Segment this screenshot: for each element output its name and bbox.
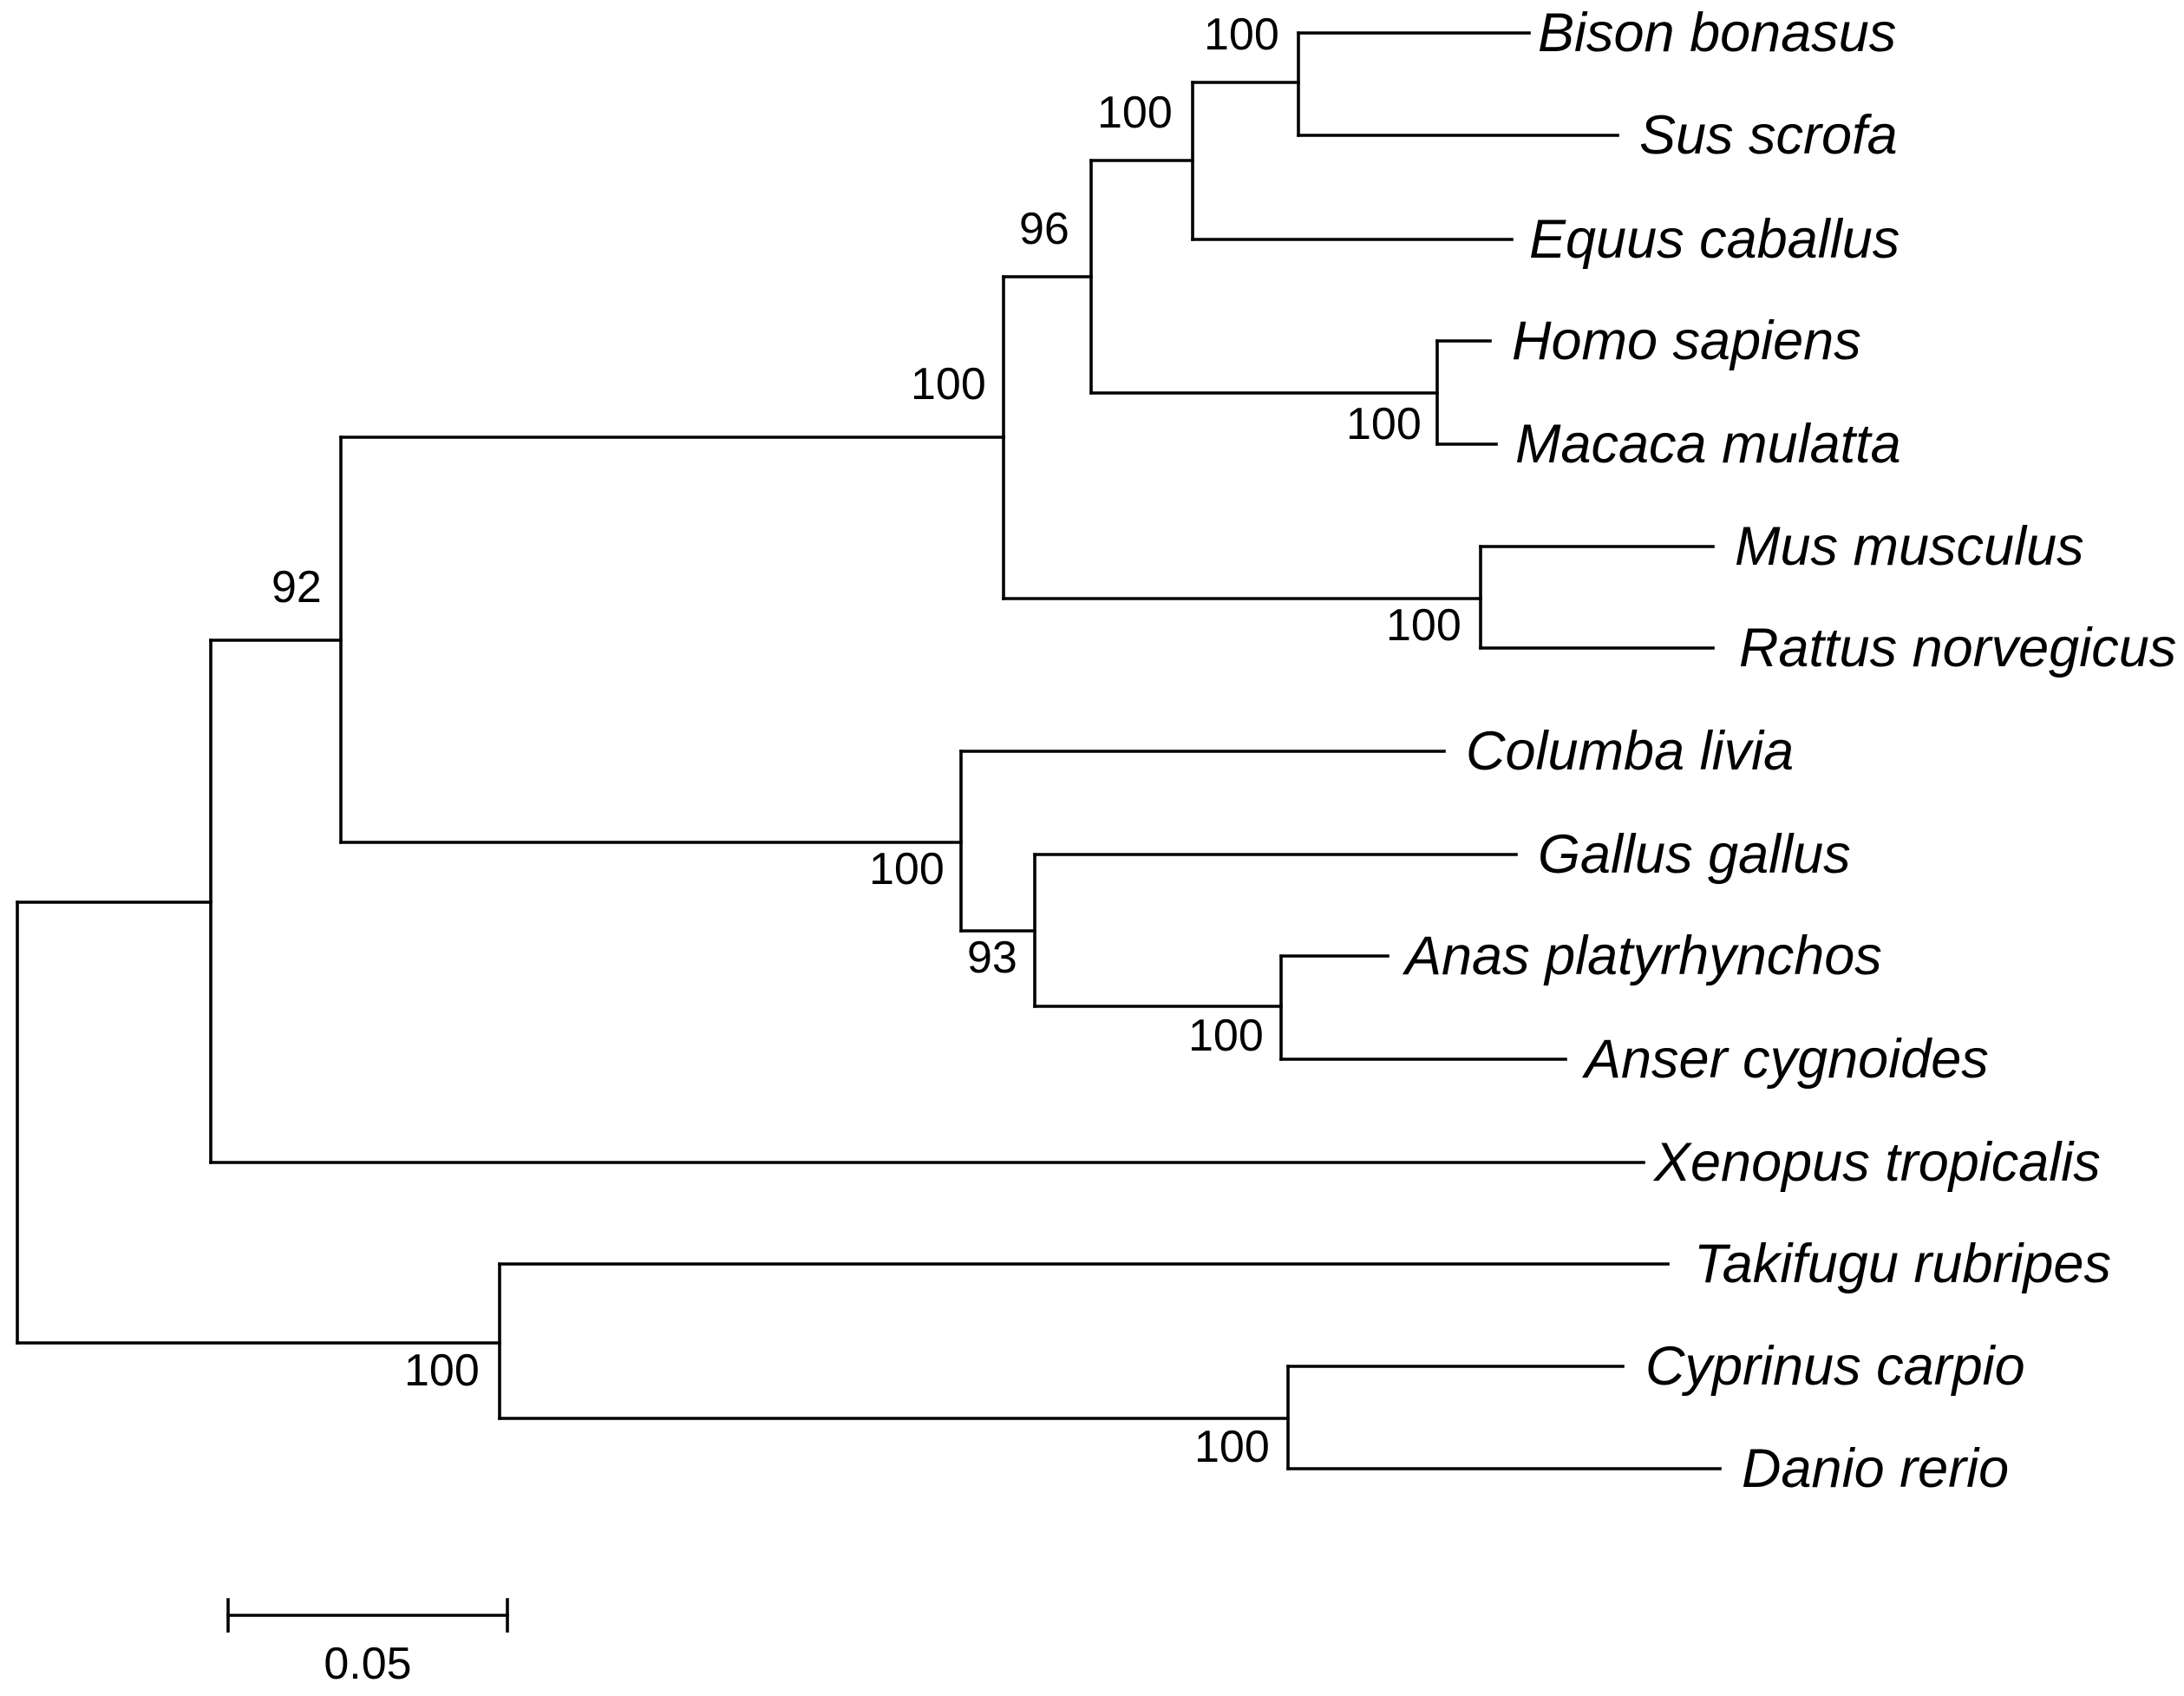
bootstrap-value: 100 [911, 359, 986, 409]
bootstrap-value: 100 [1346, 399, 1422, 449]
bootstrap-value: 100 [1204, 10, 1279, 60]
bootstrap-value: 100 [1188, 1011, 1264, 1061]
taxon-label: Macaca mulatta [1515, 414, 1901, 475]
taxon-label: Bison bonasus [1538, 3, 1896, 63]
bootstrap-value: 100 [1194, 1422, 1270, 1472]
taxon-label: Danio rerio [1742, 1438, 2009, 1499]
taxon-labels: Bison bonasus Sus scrofa Equus caballus … [1402, 3, 2176, 1499]
tree-branches [16, 31, 1722, 1470]
taxon-label: Equus caballus [1529, 209, 1900, 270]
bootstrap-values: 100 100 96 100 100 100 92 100 93 100 100… [271, 10, 1461, 1472]
taxon-label: Cyprinus carpio [1645, 1336, 2025, 1397]
taxon-label: Rattus norvegicus [1739, 618, 2176, 678]
taxon-label: Takifugu rubripes [1694, 1234, 2111, 1294]
taxon-label: Gallus gallus [1538, 824, 1851, 885]
bootstrap-value: 96 [1019, 204, 1069, 254]
taxon-label: Anser cygnoides [1581, 1029, 1989, 1090]
bootstrap-value: 100 [869, 844, 945, 894]
taxon-label: Anas platyrhynchos [1402, 926, 1882, 986]
taxon-label: Homo sapiens [1512, 311, 1861, 371]
scale-bar-label: 0.05 [324, 1639, 411, 1689]
taxon-label: Columba livia [1466, 721, 1794, 782]
taxon-label: Xenopus tropicalis [1652, 1132, 2101, 1193]
taxon-label: Mus musculus [1735, 516, 2084, 577]
taxon-label: Sus scrofa [1639, 105, 1898, 166]
bootstrap-value: 93 [967, 933, 1017, 983]
bootstrap-value: 100 [1386, 600, 1461, 651]
bootstrap-value: 100 [404, 1346, 480, 1396]
scale-bar: 0.05 [226, 1598, 509, 1689]
bootstrap-value: 92 [271, 562, 322, 612]
bootstrap-value: 100 [1097, 88, 1173, 138]
